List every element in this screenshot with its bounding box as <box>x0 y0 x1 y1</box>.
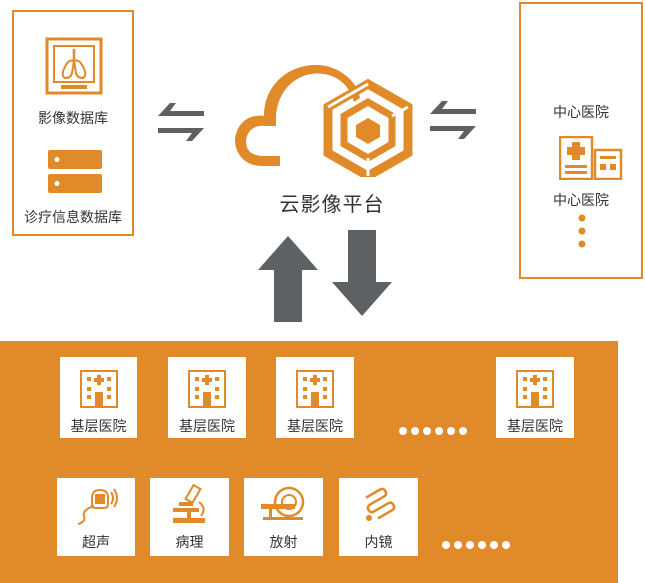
hospital-label: 基层医院 <box>179 418 235 434</box>
right-swap-arrows-icon <box>430 101 476 139</box>
primary-hospital-card[interactable]: 基层医院 <box>60 357 137 438</box>
central-hospital-label-1: 中心医院 <box>553 104 609 120</box>
department-label: 内镜 <box>364 534 393 550</box>
department-label: 病理 <box>175 534 204 550</box>
hospital-label: 基层医院 <box>507 418 563 434</box>
department-card-radiology[interactable]: 放射 <box>244 478 323 556</box>
right-panel: 中心医院 中心医院 <box>519 2 643 279</box>
microscope-icon <box>172 484 205 523</box>
platform-label: 云影像平台 <box>279 194 385 216</box>
lungs-xray-icon <box>45 37 103 95</box>
ct-scanner-icon <box>260 486 304 520</box>
hospital-label: 基层医院 <box>70 418 127 434</box>
department-label: 放射 <box>269 534 298 550</box>
hospital-icon <box>188 370 226 408</box>
hospital-icon <box>516 370 554 408</box>
download-arrow-icon <box>332 230 392 316</box>
department-card-pathology[interactable]: 病理 <box>150 478 229 556</box>
department-label: 超声 <box>82 534 110 550</box>
central-hospital-label-2: 中心医院 <box>553 192 609 208</box>
primary-hospital-card[interactable]: 基层医院 <box>168 357 246 438</box>
hospital-icon <box>296 370 334 408</box>
hospital-icon <box>79 370 118 408</box>
cloud-hexagon-logo-icon <box>235 65 413 177</box>
more-hospitals-ellipsis <box>399 427 467 435</box>
upload-arrow-icon <box>258 236 318 322</box>
hospital-building-icon <box>559 136 623 180</box>
ultrasound-probe-icon <box>77 488 118 525</box>
more-departments-ellipsis <box>442 541 510 549</box>
primary-hospital-card[interactable]: 基层医院 <box>496 357 574 438</box>
database-server-icon <box>48 150 102 193</box>
more-vertical-dots-icon <box>578 214 586 248</box>
department-card-endoscopy[interactable]: 内镜 <box>339 478 418 556</box>
hospital-label: 基层医院 <box>287 418 343 434</box>
endoscope-icon <box>364 487 395 521</box>
image-database-label: 影像数据库 <box>38 110 108 126</box>
primary-hospital-card[interactable]: 基层医院 <box>276 357 354 438</box>
clinical-database-label: 诊疗信息数据库 <box>24 209 122 225</box>
left-swap-arrows-icon <box>158 103 204 141</box>
department-card-ultrasound[interactable]: 超声 <box>57 478 135 556</box>
left-panel: 影像数据库 诊疗信息数据库 <box>12 10 134 236</box>
